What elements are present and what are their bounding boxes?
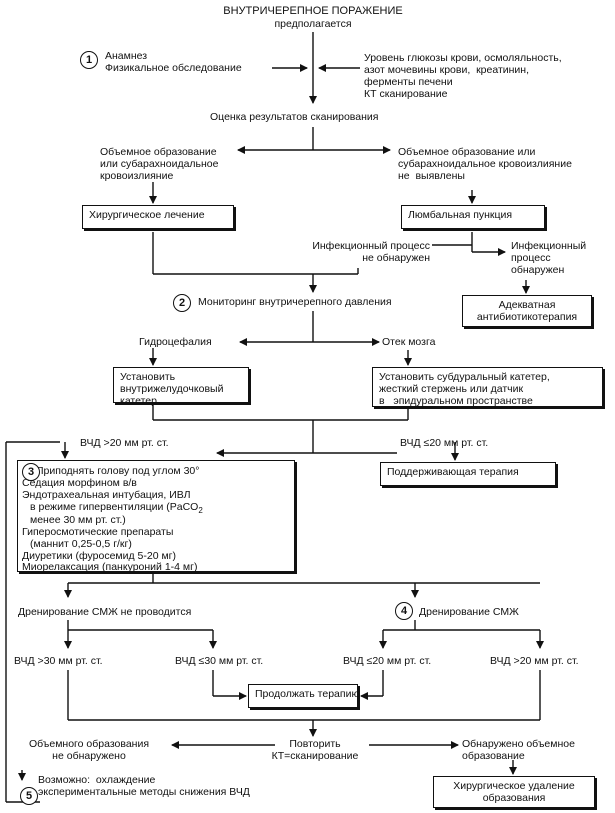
icp-monitoring-label: Мониторинг внутричерепного давления xyxy=(198,296,392,308)
icp-gt20-label: ВЧД >20 мм рт. ст. xyxy=(490,655,579,667)
scan-evaluation-label: Оценка результатов сканирования xyxy=(210,111,379,123)
cooling-methods-label: Возможно: охлаждение экспериментальные м… xyxy=(38,774,250,798)
mass-found-label: Объемное образование или субарахноидальн… xyxy=(100,146,219,182)
treatment-line-1: Приподнять голову под углом 30° xyxy=(36,465,200,477)
labs-label: Уровень глюкозы крови, осмоляльность, аз… xyxy=(364,52,562,100)
drainage-label: Дренирование СМЖ xyxy=(419,606,519,618)
history-exam-label: Анамнез Физикальное обследование xyxy=(105,50,242,74)
edema-label: Отек мозга xyxy=(382,336,436,348)
no-drainage-label: Дренирование СМЖ не проводится xyxy=(18,606,192,618)
repeat-ct-label: Повторить КТ=сканирование xyxy=(271,738,359,762)
supportive-therapy-box: Поддерживающая терапия xyxy=(380,462,556,486)
icp-gt30-label: ВЧД >30 мм рт. ст. xyxy=(14,655,103,667)
treatment-line-6: Гиперосмотические препараты xyxy=(22,526,174,538)
step-4-badge: 4 xyxy=(395,602,413,620)
icp-low-label: ВЧД ≤20 мм рт. ст. xyxy=(400,437,489,449)
treatment-line-4-sub: 2 xyxy=(198,506,203,516)
surgery-box: Хирургическое лечение xyxy=(82,205,234,229)
treatment-box: Приподнять голову под углом 30° Седация … xyxy=(17,460,295,573)
treatment-line-7: (маннит 0,25-0,5 г/кг) xyxy=(30,538,132,550)
treatment-line-8: Диуретики (фуросемид 5-20 мг) xyxy=(22,550,177,562)
step-5-badge: 5 xyxy=(20,787,38,805)
icp-le30-label: ВЧД ≤30 мм рт. ст. xyxy=(175,655,264,667)
treatment-line-4-text: в режиме гипервентиляции (PaCO xyxy=(30,501,199,513)
treatment-line-9: Миорелаксация (панкуроний 1-4 мг) xyxy=(22,561,198,573)
continue-therapy-box: Продолжать терапию xyxy=(248,684,359,708)
treatment-line-2: Седация морфином в/в xyxy=(22,477,137,489)
surgical-removal-box: Хирургическое удаление образования xyxy=(433,776,595,808)
ventricular-catheter-box: Установить внутрижелудочковый катетер xyxy=(113,367,249,407)
icp-high-label: ВЧД >20 мм рт. ст. xyxy=(80,437,169,449)
lumbar-puncture-box: Люмбальная пункция xyxy=(401,205,545,229)
icp-le20-label: ВЧД ≤20 мм рт. ст. xyxy=(343,655,432,667)
mass-not-found-label: Объемное образование или субарахноидальн… xyxy=(398,146,572,182)
treatment-line-4: в режиме гипервентиляции (PaCO2 xyxy=(30,501,203,517)
treatment-line-5: менее 30 мм рт. ст.) xyxy=(30,514,126,526)
infection-found-label: Инфекционный процесс обнаружен xyxy=(511,240,587,276)
mass-not-detected-label: Объемного образования не обнаружено xyxy=(28,738,150,762)
subdural-catheter-box: Установить субдуральный катетер, жесткий… xyxy=(372,367,603,407)
diagram-subtitle: предполагается xyxy=(274,18,352,30)
step-2-badge: 2 xyxy=(173,294,191,312)
treatment-line-3: Эндотрахеальная интубация, ИВЛ xyxy=(22,489,191,501)
mass-detected-label: Обнаружено объемное образование xyxy=(462,738,575,762)
step-3-badge: 3 xyxy=(22,463,40,481)
infection-not-found-label: Инфекционный процесс не обнаружен xyxy=(312,240,430,264)
antibiotics-box: Адекватная антибиотикотерапия xyxy=(462,295,592,327)
hydrocephalus-label: Гидроцефалия xyxy=(139,336,212,348)
diagram-title: ВНУТРИЧЕРЕПНОЕ ПОРАЖЕНИЕ xyxy=(223,5,403,17)
step-1-badge: 1 xyxy=(80,51,98,69)
